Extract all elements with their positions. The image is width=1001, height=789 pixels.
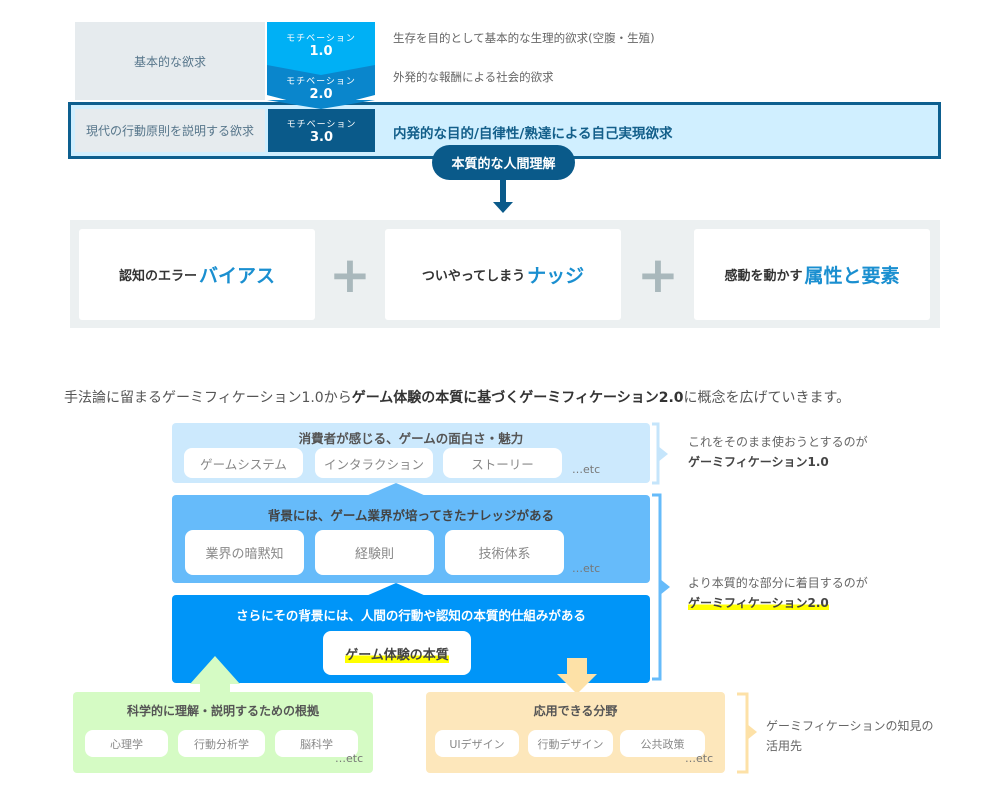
- layer-title: 科学的に理解・説明するための根拠: [126, 704, 319, 718]
- chevron-tip: [267, 100, 375, 109]
- human-understanding-pill: 本質的な人間理解: [432, 145, 575, 180]
- layer-title: さらにその背景には、人間の行動や認知の本質的仕組みがある: [236, 608, 586, 623]
- element-prefix: 感動を動かす: [724, 269, 803, 284]
- sentence-bold: ゲーム体験の本質に基づくゲーミフィケーション2.0: [351, 390, 684, 406]
- element-prefix: 認知のエラー: [118, 269, 197, 284]
- pill-item: 行動デザイン: [528, 730, 613, 757]
- etc-label: …etc: [685, 752, 714, 765]
- pill-item: 心理学: [85, 730, 168, 757]
- pill-item: UIデザイン: [435, 730, 519, 757]
- modern-desire-label: 現代の行動原則を説明する欲求: [75, 109, 265, 152]
- gamification-2-note: より本質的な部分に着目するのがゲーミフィケーション2.0: [688, 573, 868, 613]
- arrow-down-orange: [557, 658, 597, 694]
- core-label: ゲーム体験の本質: [345, 643, 449, 663]
- pill-item: 技術体系: [445, 530, 564, 575]
- motivation-2-desc: 外発的な報酬による社会的欲求: [393, 70, 554, 84]
- note-line: これをそのまま使おうとするのが: [688, 435, 868, 449]
- pill-item: 行動分析学: [178, 730, 265, 757]
- connector-up: [366, 583, 426, 596]
- sentence-post: に概念を広げていきます。: [683, 390, 851, 406]
- pill-item: インタラクション: [315, 448, 433, 478]
- plus-icon: +: [329, 246, 371, 304]
- level-label: モチベーション: [286, 119, 357, 130]
- sentence-pre: 手法論に留まるゲーミフィケーション1.0から: [64, 390, 352, 406]
- level-label: モチベーション: [286, 77, 356, 87]
- game-experience-essence: ゲーム体験の本質: [323, 631, 471, 675]
- pill-item: ゲームシステム: [184, 448, 303, 478]
- etc-label: …etc: [335, 752, 364, 765]
- arrow-up-green: [190, 656, 240, 696]
- level-version: 2.0: [309, 87, 333, 102]
- motivation-3-desc: 内発的な目的/自律性/熟達による自己実現欲求: [393, 126, 673, 142]
- element-card-nudge: ついやってしまうナッジ: [385, 229, 621, 320]
- connector-up: [366, 483, 426, 496]
- application-note: ゲーミフィケーションの知見の活用先: [766, 716, 934, 756]
- element-highlight: 属性と要素: [804, 265, 900, 287]
- level-version: 3.0: [309, 129, 334, 145]
- note-line: ゲーミフィケーションの知見の: [766, 719, 934, 733]
- brackets: [652, 422, 670, 681]
- application-bracket: [737, 692, 757, 774]
- pill-item: 経験則: [315, 530, 434, 575]
- etc-label: …etc: [572, 463, 601, 476]
- note-line: より本質的な部分に着目するのが: [688, 576, 868, 590]
- element-card-bias: 認知のエラーバイアス: [79, 229, 315, 320]
- gamification-1-note: これをそのまま使おうとするのがゲーミフィケーション1.0: [688, 432, 868, 472]
- motivation-2-chevron: [267, 65, 375, 109]
- element-highlight: バイアス: [199, 265, 276, 287]
- intro-sentence: 手法論に留まるゲーミフィケーション1.0からゲーム体験の本質に基づくゲーミフィケ…: [64, 387, 850, 407]
- element-card-attributes: 感動を動かす属性と要素: [694, 229, 930, 320]
- plus-icon: +: [637, 246, 679, 304]
- element-prefix: ついやってしまう: [421, 269, 526, 284]
- etc-label: …etc: [572, 562, 601, 575]
- layer-title: 背景には、ゲーム業界が培ってきたナレッジがある: [267, 508, 555, 523]
- layer-title: 消費者が感じる、ゲームの面白さ・魅力: [298, 431, 524, 446]
- note-bold: ゲーミフィケーション1.0: [688, 455, 829, 469]
- note-bold: ゲーミフィケーション2.0: [688, 596, 829, 610]
- element-highlight: ナッジ: [527, 265, 585, 287]
- layer-title: 応用できる分野: [533, 704, 618, 718]
- pill-item: 脳科学: [275, 730, 358, 757]
- motivation-1-desc: 生存を目的として基本的な生理的欲求(空腹・生殖): [393, 31, 655, 45]
- level-label: モチベーション: [286, 34, 356, 44]
- note-line: 活用先: [766, 739, 803, 753]
- arrow-down-icon: [493, 180, 513, 213]
- level-version: 1.0: [309, 44, 333, 59]
- pill-item: 公共政策: [620, 730, 705, 757]
- pill-item: ストーリー: [443, 448, 562, 478]
- basic-desire-label: 基本的な欲求: [75, 22, 265, 100]
- pill-item: 業界の暗黙知: [185, 530, 304, 575]
